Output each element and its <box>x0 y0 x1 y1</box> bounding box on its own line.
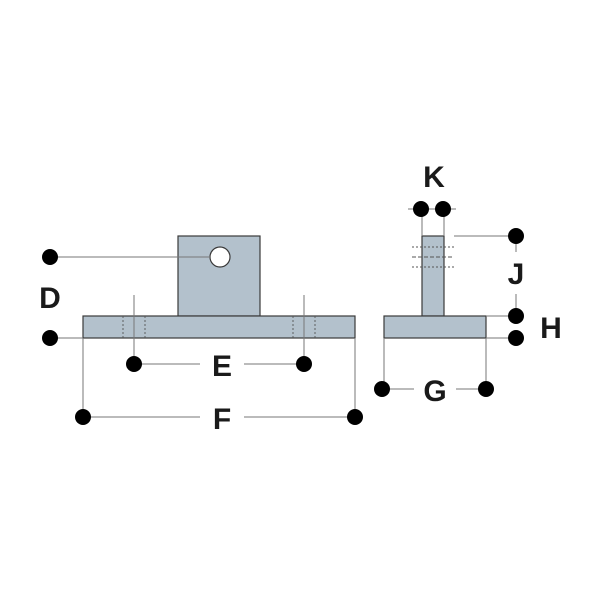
label-h: H <box>540 312 562 345</box>
dot-d-bottom <box>42 330 58 346</box>
label-d: D <box>39 282 61 315</box>
dimension-dots <box>42 201 524 425</box>
dot-h-bottom <box>508 330 524 346</box>
dot-g-left <box>374 381 390 397</box>
dot-e-left <box>126 356 142 372</box>
front-view <box>82 235 356 339</box>
dot-h-top <box>508 308 524 324</box>
dimension-labels: D E F G H J K <box>39 161 562 436</box>
label-f: F <box>213 403 231 436</box>
front-base-plate <box>82 315 356 339</box>
dot-g-right <box>478 381 494 397</box>
dot-f-left <box>75 409 91 425</box>
label-k: K <box>423 161 445 194</box>
dot-e-right <box>296 356 312 372</box>
dot-k-left <box>413 201 429 217</box>
label-j: J <box>508 258 525 291</box>
dot-f-right <box>347 409 363 425</box>
side-view <box>383 235 487 339</box>
dot-k-right <box>435 201 451 217</box>
label-g: G <box>423 375 446 408</box>
label-e: E <box>212 350 232 383</box>
side-hidden-hole <box>412 246 454 268</box>
side-lug <box>421 235 445 317</box>
dot-j-top <box>508 228 524 244</box>
dot-d-top <box>42 249 58 265</box>
lug-hole <box>209 246 231 268</box>
side-base-plate <box>383 315 487 339</box>
